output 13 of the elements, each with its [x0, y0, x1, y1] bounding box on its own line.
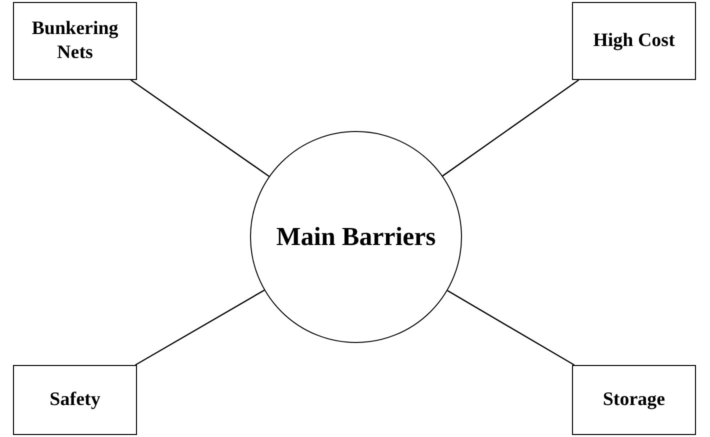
node-label: Bunkering Nets [30, 17, 120, 65]
connector-line [447, 290, 575, 366]
connector-line [130, 79, 270, 177]
node-label: Safety [50, 388, 100, 412]
text-box [572, 2, 696, 80]
text-box [572, 365, 696, 435]
text-box [13, 2, 137, 80]
connector-line [442, 79, 580, 176]
node-label: Main Barriers [276, 220, 436, 253]
text-box [13, 365, 137, 435]
node-label: Storage [602, 388, 666, 412]
connector-line [135, 290, 265, 366]
node-label: High Cost [593, 29, 675, 53]
